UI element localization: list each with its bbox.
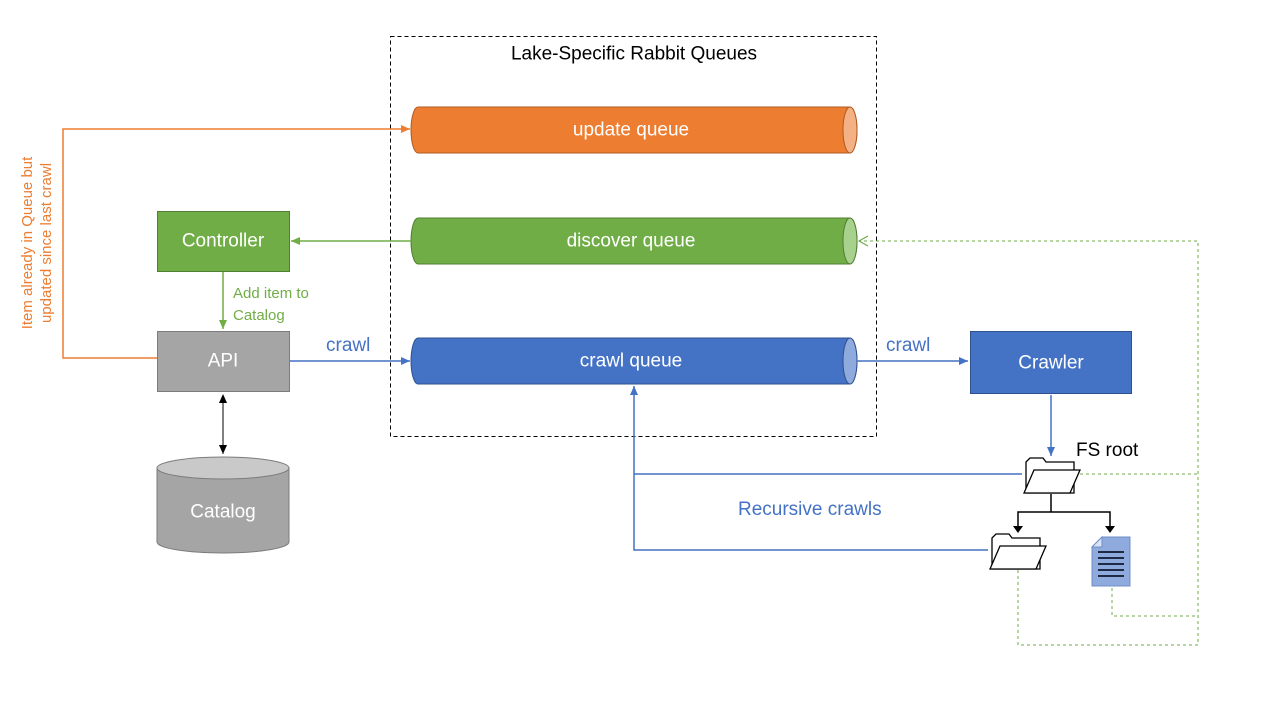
crawl-label-left: crawl (326, 335, 371, 356)
crawler-label: Crawler (1018, 352, 1084, 374)
crawl-label-right: crawl (886, 335, 931, 356)
crawl-queue-cylinder (410, 337, 858, 385)
controller-box (157, 211, 290, 272)
catalog-label: Catalog (190, 501, 256, 523)
crawl-queue-label: crawl queue (579, 350, 683, 372)
update-queue-cylinder (410, 106, 858, 154)
recursive-crawls-label: Recursive crawls (738, 499, 882, 520)
discover-queue-label: discover queue (566, 230, 696, 252)
discover-queue-cylinder (410, 217, 858, 265)
folder-icon (1023, 457, 1081, 494)
discovery-dashed-lines (860, 240, 1199, 646)
crawler-box (970, 331, 1132, 394)
update-queue-label: update queue (572, 119, 690, 141)
add-item-label-line1: Add item to (233, 285, 309, 302)
diagram-title: Lake-Specific Rabbit Queues (510, 43, 758, 65)
folder-icon (989, 533, 1047, 570)
api-label: API (207, 350, 239, 372)
stale-item-note: Item already in Queue but updated since … (19, 156, 55, 330)
recursive-crawl-arrow (634, 386, 1022, 551)
document-icon (1090, 535, 1131, 587)
api-to-update-queue-arrow (62, 125, 410, 359)
fs-root-label: FS root (1076, 440, 1139, 461)
controller-label: Controller (181, 230, 265, 252)
add-item-label-line2: Catalog (233, 307, 285, 324)
api-box (157, 331, 290, 392)
catalog-cylinder (156, 456, 290, 554)
fs-tree-lines (1017, 494, 1111, 530)
